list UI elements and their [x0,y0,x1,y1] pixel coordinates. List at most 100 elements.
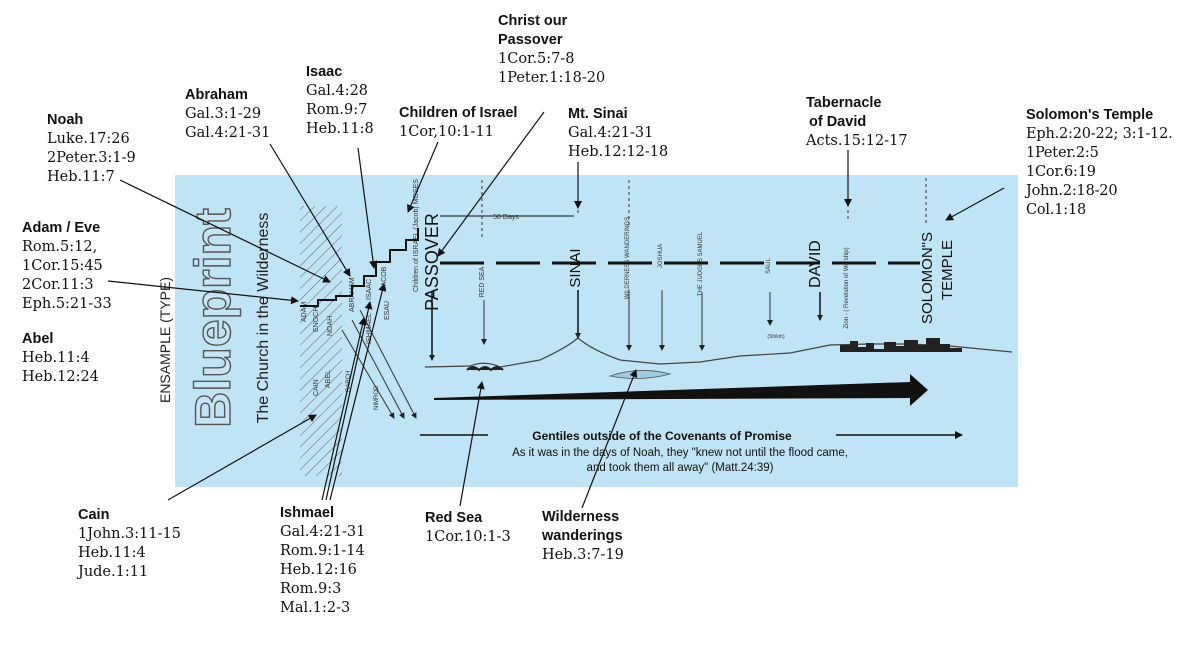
sinai-title: Mt. Sinai [568,106,628,122]
tabernacle-title-2: of David [809,114,867,130]
wilderness-title-2: wanderings [542,528,623,544]
abel-ref: Heb.11:4 [22,350,90,366]
hatched-wall [300,206,342,476]
genealogy-steps [300,228,419,307]
passover-label: PASSOVER [422,213,442,311]
callout-red-sea: Red Sea 1Cor.10:1-3 [425,509,511,547]
cain-ref: Heb.11:4 [78,545,146,561]
solomon-ref: 1Peter.2:5 [1026,145,1099,161]
callout-adam-eve: Adam / Eve Rom.5:12, 1Cor.15:45 2Cor.11:… [22,219,112,314]
isaac-ref: Rom.9:7 [306,102,368,118]
gentiles-line-1: As it was in the days of Noah, they "kne… [512,447,848,459]
gentiles-line-2: and took them all away" (Matt.24:39) [587,462,774,474]
callout-arrows [107,111,1005,509]
ishmael-title: Ishmael [280,505,334,521]
callout-noah: Noah Luke.17:26 2Peter.3:1-9 Heb.11:7 [47,111,136,187]
label-moses: Children of ISRAEL (Jacob) MOSES [413,179,420,292]
shiloh-label: (Shiloh) [767,334,785,340]
wilderness-title-1: Wilderness [542,509,620,525]
tabernacle-ref: Acts.15:12-17 [806,133,908,149]
isaac-title: Isaac [306,64,343,80]
cain-ref: Jude.1:11 [78,564,149,580]
zion-label: Zion - ( Revelation of Worship) [844,247,850,328]
redsea-ref: 1Cor.10:1-3 [425,529,511,545]
label-nimrod: NIMROD [374,385,380,410]
solomon-ref: John.2:18-20 [1026,183,1118,199]
ishmael-ref: Mal.1:2-3 [280,600,351,616]
christ-title-2: Passover [498,32,563,48]
callout-tabernacle-of-david: Tabernacle of David Acts.15:12-17 [806,94,908,151]
adam-ref: 2Cor.11:3 [22,277,94,293]
label-enoch: ENOCH [313,307,320,332]
callout-children-of-israel: Children of Israel 1Cor,10:1-11 [399,104,517,142]
wilderness-label: WILDERNESS WANDERINGS [625,217,631,299]
abel-ref: Heb.12:24 [22,369,99,385]
abel-title: Abel [22,331,54,347]
adam-ref: Eph.5:21-33 [22,296,112,312]
cain-ref: 1John.3:11-15 [78,526,181,542]
red-sea-label: RED SEA [479,266,486,297]
label-jacob: JACOB [381,266,388,290]
callout-cain: Cain 1John.3:11-15 Heb.11:4 Jude.1:11 [78,506,181,582]
judges-label: THE JUDGES SAMUEL [698,231,704,296]
solomons-label-2: TEMPLE [939,240,956,300]
david-label: DAVID [807,240,824,288]
church-wilderness-subtitle: The Church in the Wilderness [255,213,272,424]
callout-abel: Abel Heb.11:4 Heb.12:24 [22,330,99,387]
gentiles-title: Gentiles outside of the Covenants of Pro… [532,429,792,443]
children-ref: 1Cor,10:1-11 [399,124,494,140]
christ-title-1: Christ our [498,13,568,29]
callout-abraham: Abraham Gal.3:1-29 Gal.4:21-31 [185,86,270,143]
ishmael-ref: Heb.12:16 [280,562,357,578]
callout-mt-sinai: Mt. Sinai Gal.4:21-31 Heb.12:12-18 [568,105,668,162]
cain-title: Cain [78,507,110,523]
terrain-line [424,337,1013,368]
label-esau: ESAU [384,301,391,320]
solomon-ref: Eph.2:20-22; 3:1-12. [1026,126,1173,142]
sinai-ref: Gal.4:21-31 [568,125,654,141]
joshua-label: JOSHUA [658,244,664,268]
solomons-label-1: SOLOMON"S [919,232,936,324]
blueprint-title: Blueprint [185,208,241,428]
label-isaac: ISAAC [366,279,373,300]
progress-arrow [434,374,928,406]
fifty-days-label: 50 Days [493,214,519,221]
temple-skyline [840,338,962,352]
adam-title: Adam / Eve [22,220,101,236]
ishmael-ref: Gal.4:21-31 [280,524,366,540]
label-cain: CAIN [313,379,320,396]
ishmael-ref: Rom.9:1-14 [280,543,365,559]
red-sea-waves [466,366,504,372]
sinai-label: SINAI [567,248,584,287]
solomon-title: Solomon's Temple [1026,107,1154,123]
tabernacle-title-1: Tabernacle [806,95,882,111]
callout-wilderness-wanderings: Wilderness wanderings Heb.3:7-19 [542,508,624,565]
label-noah: NOAH [327,316,334,336]
callout-ishmael: Ishmael Gal.4:21-31 Rom.9:1-14 Heb.12:16… [280,504,365,618]
callout-solomons-temple: Solomon's Temple Eph.2:20-22; 3:1-12. 1P… [1026,106,1173,220]
noah-ref: 2Peter.3:1-9 [47,150,136,166]
christ-ref: 1Peter.1:18-20 [498,70,606,86]
adam-ref: 1Cor.15:45 [22,258,103,274]
wilderness-ref: Heb.3:7-19 [542,547,624,563]
christ-ref: 1Cor.5:7-8 [498,51,575,67]
callout-isaac: Isaac Gal.4:28 Rom.9:7 Heb.11:8 [306,63,374,139]
sinai-ref: Heb.12:12-18 [568,144,669,160]
saul-label: SAUL [766,258,772,274]
ishmael-ref: Rom.9:3 [280,581,342,597]
label-adam: ADAM [301,302,308,322]
children-title: Children of Israel [399,105,518,121]
isaac-ref: Heb.11:8 [306,121,374,137]
adam-ref: Rom.5:12, [22,239,98,255]
isaac-ref: Gal.4:28 [306,83,369,99]
noah-title: Noah [47,112,84,128]
abraham-title: Abraham [185,87,248,103]
solomon-ref: 1Cor.6:19 [1026,164,1096,180]
ensample-label: ENSAMPLE (TYPE) [157,277,173,403]
noah-ref: Luke.17:26 [47,131,130,147]
noah-ref: Heb.11:7 [47,169,115,185]
abraham-ref: Gal.4:21-31 [185,125,271,141]
abraham-ref: Gal.3:1-29 [185,106,262,122]
